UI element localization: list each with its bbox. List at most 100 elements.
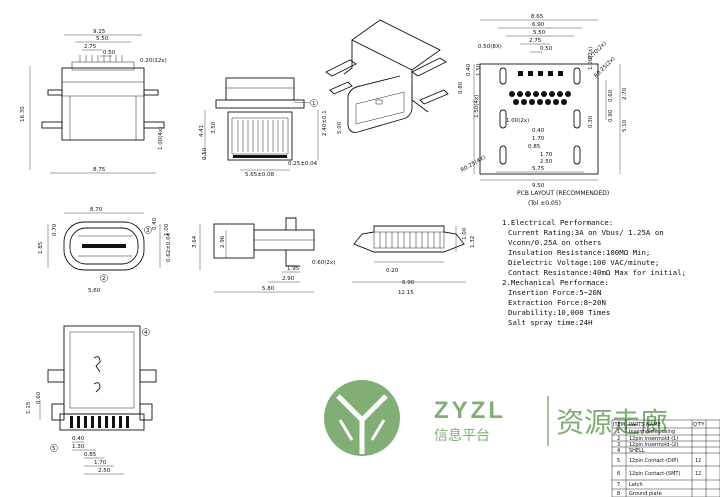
table-row-2-item: 2 <box>617 436 620 442</box>
mb-dim-6-90: 6.90 <box>402 280 415 286</box>
bt-dim-0-85: 0.85 <box>84 452 97 458</box>
pcb-dim-r025-4x: R0.25(4X) <box>460 155 487 174</box>
ms-dim-2-96: 2.96 <box>220 235 226 248</box>
pcb-dim-9-50: 9.50 <box>532 183 545 189</box>
note-durability: Durability:10,000 Times <box>508 308 610 317</box>
mid-dim-5-60: 5.60 <box>88 288 101 294</box>
dim-5-50: 5.50 <box>96 36 109 42</box>
dim-0-50: 0.50 <box>103 50 116 56</box>
note-salt: Salt spray time:24H <box>508 318 593 327</box>
table-row-6-item: 6 <box>617 471 620 477</box>
mb-dim-0-20: 0.20 <box>386 268 399 274</box>
dim-8-75: 8.75 <box>93 167 106 173</box>
note-contact: Contact Resistance:40mΩ Max for initial; <box>508 268 686 277</box>
pcb-dim-2-75: 2.75 <box>529 38 542 44</box>
pcb-dim-1-70-a: 1.70 <box>532 136 545 142</box>
pcb-dim-0-85: 0.85 <box>528 144 541 150</box>
bt-dim-1-30: 1.30 <box>72 444 85 450</box>
pcb-dim-0-50-8x: 0.50(8X) <box>478 44 502 50</box>
ms-dim-5-80: 5.80 <box>262 286 275 292</box>
balloon-3: 3 <box>146 228 150 234</box>
table-row-8-item: 8 <box>617 491 620 497</box>
pcb-dim-6-90: 6.90 <box>532 22 545 28</box>
side-dim-5-00: 5.00 <box>337 121 343 134</box>
parts-table: ITEM PARTS NAME Q'TY 1 Insermold housing… <box>611 419 720 497</box>
balloon-2: 2 <box>102 276 106 282</box>
note-extraction: Extraction Force:8~20N <box>508 298 606 307</box>
mid-dim-8-70: 8.70 <box>90 207 103 213</box>
back-contacts <box>379 232 441 248</box>
table-header-item: ITEM <box>613 422 625 428</box>
side-dim-0-50: 0.50 <box>202 147 208 160</box>
note-insertion: Insertion Force:5~20N <box>508 288 601 297</box>
pcb-dim-0-60: 0.60 <box>608 89 614 102</box>
pcb-dim-1-50: 1.50 <box>476 63 482 76</box>
pcb-dim-r025-2x: R0.25(2x) <box>593 56 616 79</box>
pcb-dim-8-65: 8.65 <box>531 14 544 20</box>
side-dim-0-25: 0.25±0.04 <box>288 161 318 167</box>
side-dim-5-65: 5.65±0.08 <box>245 172 275 178</box>
table-header-qty: Q'TY <box>693 422 705 428</box>
pcb-pads-top <box>518 71 563 76</box>
pcb-dim-2-70: 2.70 <box>622 87 628 100</box>
watermark-logo <box>324 380 400 456</box>
table-row-2-name: 12pin insermold-(1) <box>629 436 678 442</box>
dim-2-75: 2.75 <box>84 44 97 50</box>
isometric-view <box>325 19 449 133</box>
table-row-4-item: 4 <box>617 448 620 454</box>
ms-dim-3-64: 3.64 <box>192 235 198 248</box>
table-row-3-name: 12pin insermold-(2) <box>629 442 678 448</box>
pcb-dim-1-50-4x: 1.50(4x) <box>474 95 480 118</box>
ms-dim-0-60-2x: 0.60(2x) <box>312 260 335 266</box>
mid-dim-0-62: 0.62±0.04 <box>166 232 172 262</box>
dim-0-20-12x: 0.20(12x) <box>140 58 167 64</box>
pcb-dim-0-40-b: 0.40 <box>532 128 545 134</box>
pcb-pads-row <box>509 91 571 105</box>
table-row-5-name: 12pin Contact-(DIP) <box>629 458 678 464</box>
mb-dim-1-00: 1.00 <box>462 227 468 240</box>
pcb-dim-1-00-2x-b: 1.00(2x) <box>506 118 529 124</box>
bt-dim-1-70: 1.70 <box>94 460 107 466</box>
pcb-layout: 8.65 6.90 5.50 2.75 0.50 0.50(8X) 0.40 1… <box>458 14 628 207</box>
watermark-cn-small: 信息平台 <box>434 427 490 444</box>
pcb-dim-2-50: 2.50 <box>540 159 553 165</box>
side-view: 4.41 3.50 0.50 0.25±0.04 5.65±0.08 2.40±… <box>158 77 343 178</box>
ms-dim-2-90: 2.90 <box>282 276 295 282</box>
table-row-3-item: 3 <box>617 442 620 448</box>
balloon-4: 4 <box>144 330 148 336</box>
pcb-dim-0-30: 0.30 <box>588 115 594 128</box>
table-row-5-item: 5 <box>617 458 620 464</box>
bottom-view: 1.15 0.60 0.40 1.30 0.85 1.70 2.50 <box>26 325 157 475</box>
table-row-7-item: 7 <box>617 482 620 488</box>
bt-dim-0-40: 0.40 <box>72 436 85 442</box>
watermark: ZYZL 信息平台 资源走廊 <box>324 380 668 456</box>
mb-dim-1-32: 1.32 <box>470 236 476 248</box>
pcb-dim-5-10: 5.10 <box>622 119 628 132</box>
pcb-title: PCB LAYOUT (RECOMMENDED) <box>517 190 609 197</box>
note-dielectric: Dielectric Voltage:100 VAC/minute; <box>508 258 659 267</box>
contact-lines <box>237 120 284 152</box>
mb-dim-12-15: 12.15 <box>398 290 414 296</box>
balloon-5: 5 <box>52 446 56 452</box>
note-insulation: Insulation Resistance:100MΩ Min; <box>508 248 650 257</box>
pcb-dim-5-75: 5.75 <box>532 166 545 172</box>
watermark-latin: ZYZL <box>434 397 506 424</box>
balloon-labels: 1 2 3 4 5 <box>52 101 316 452</box>
front-top-view: 9.15 5.50 2.75 0.50 0.20(12x) 16.30 8.75 <box>20 29 167 174</box>
notes-block: 1.Electrical Performance: Current Rating… <box>502 218 686 327</box>
mid-side-view: 3.64 2.96 1.95 0.60(2x) 2.90 5.80 <box>192 217 335 293</box>
side-dim-1-00-4x: 1.00(4x) <box>158 127 164 150</box>
mid-dim-0-40: 0.40 <box>152 217 158 230</box>
table-row-4-name: SHELL <box>629 448 645 454</box>
balloon-1: 1 <box>312 101 316 107</box>
table-row-1-name: Insermold housing <box>629 429 675 435</box>
note-mechanical-title: 2.Mechanical Performace: <box>502 278 609 287</box>
pcb-dim-0-80: 0.80 <box>458 81 464 94</box>
table-row-7-name: Latch <box>629 482 643 488</box>
bottom-pads <box>70 416 129 428</box>
pcb-slots <box>499 67 581 165</box>
bt-dim-2-50: 2.50 <box>98 468 111 474</box>
note-current2: Vconn/0.25A on others <box>508 238 601 247</box>
table-row-6-qty: 12 <box>695 471 701 477</box>
